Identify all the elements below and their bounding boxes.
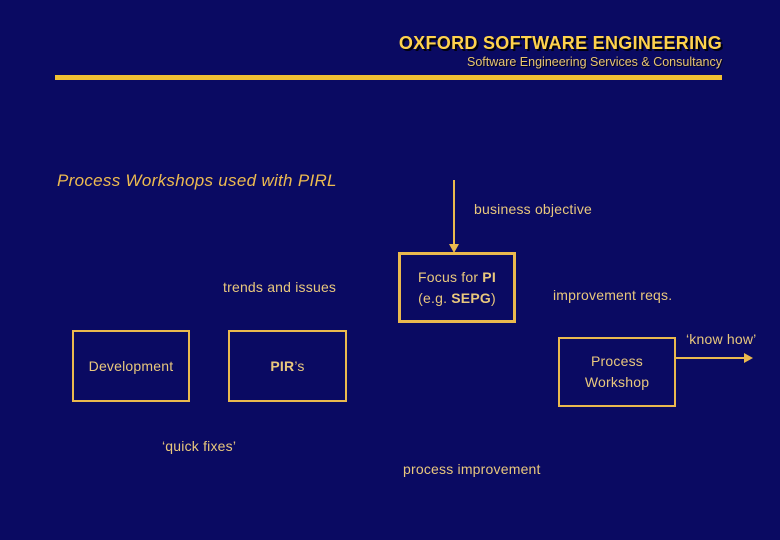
box-pirs: PIR’s bbox=[228, 330, 347, 402]
box-process-workshop-line2: Workshop bbox=[584, 374, 650, 390]
box-pirs-label: PIR’s bbox=[270, 357, 305, 374]
label-improvement-reqs: improvement reqs. bbox=[553, 287, 673, 303]
slide-title: Process Workshops used with PIRL bbox=[57, 171, 337, 190]
company-title: OXFORD SOFTWARE ENGINEERING bbox=[398, 33, 722, 53]
label-business-objective: business objective bbox=[474, 201, 592, 217]
header-rule bbox=[55, 75, 722, 80]
box-focus-for-pi: Focus for PI (e.g. SEPG) bbox=[398, 252, 516, 323]
company-subtitle: Software Engineering Services & Consulta… bbox=[467, 55, 722, 69]
down-arrow-icon bbox=[449, 244, 459, 253]
box-focus-line2: (e.g. SEPG) bbox=[418, 289, 496, 306]
box-development: Development bbox=[72, 330, 190, 402]
right-arrow-icon bbox=[744, 353, 753, 363]
down-arrow-shaft bbox=[453, 180, 455, 244]
box-process-workshop: Process Workshop bbox=[558, 337, 676, 407]
label-quick-fixes: ‘quick fixes’ bbox=[162, 438, 237, 454]
right-arrow-shaft bbox=[676, 357, 744, 359]
label-know-how: ‘know how’ bbox=[686, 331, 757, 347]
box-focus-line1: Focus for PI bbox=[418, 268, 496, 285]
box-process-workshop-line1: Process bbox=[591, 353, 643, 369]
label-trends-and-issues: trends and issues bbox=[223, 279, 337, 295]
label-process-improvement: process improvement bbox=[403, 461, 541, 477]
box-development-label: Development bbox=[88, 357, 174, 374]
